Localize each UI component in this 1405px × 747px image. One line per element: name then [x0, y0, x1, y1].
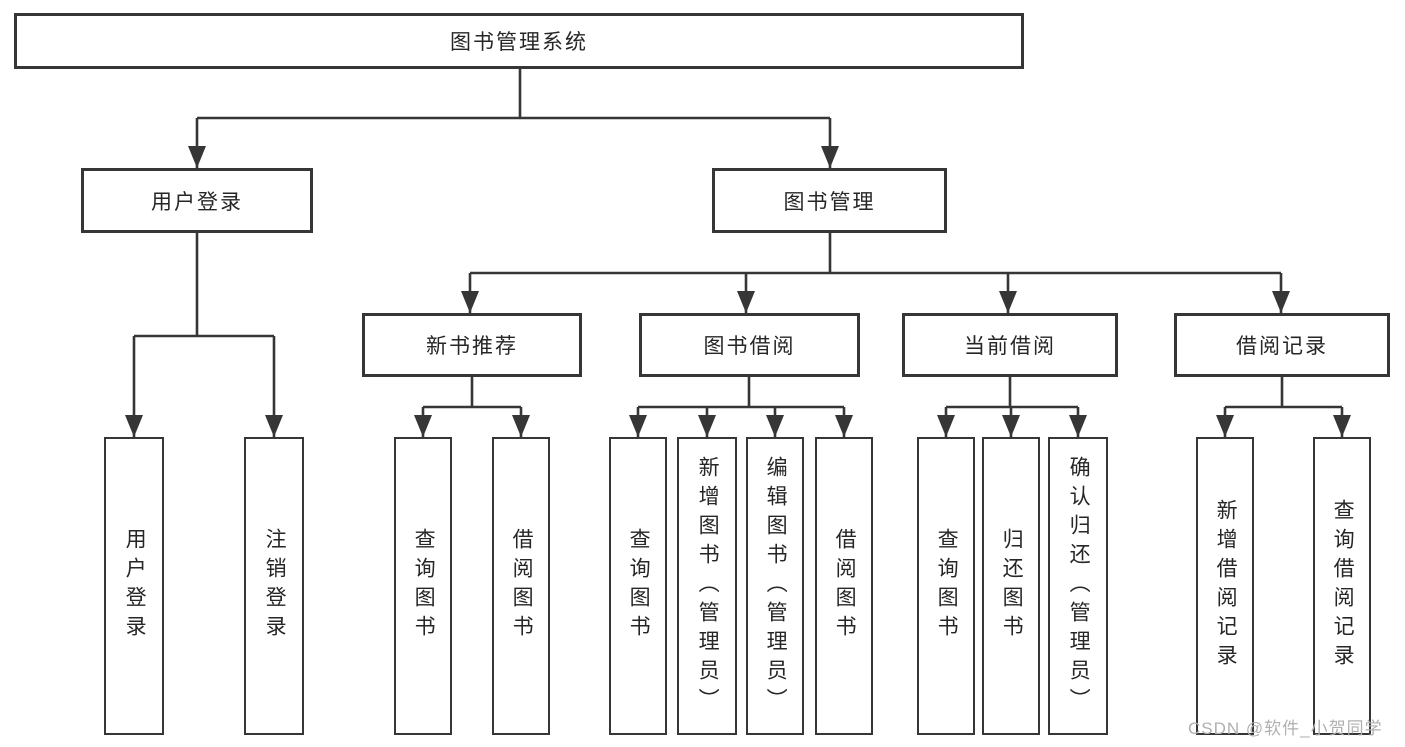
leaf-query-books-recommend: 查询图书	[394, 437, 452, 735]
leaf-borrow-books-borrowing: 借阅图书	[815, 437, 873, 735]
leaf-label: 注销登录	[263, 528, 287, 644]
node-label: 借阅记录	[1236, 335, 1328, 358]
node-book-borrowing: 图书借阅	[639, 313, 860, 377]
leaf-label: 编辑图书（管理员）	[764, 455, 788, 717]
leaf-label: 借阅图书	[510, 528, 534, 644]
leaf-query-books-current: 查询图书	[917, 437, 975, 735]
leaf-label: 借阅图书	[833, 528, 857, 644]
node-label: 图书管理系统	[450, 31, 588, 54]
leaf-label: 查询图书	[935, 528, 959, 644]
node-user-login: 用户登录	[81, 168, 313, 233]
leaf-add-books-admin: 新增图书（管理员）	[677, 437, 737, 735]
leaf-logout: 注销登录	[244, 437, 304, 735]
leaf-label: 确认归还（管理员）	[1067, 455, 1091, 717]
node-label: 用户登录	[151, 190, 243, 214]
leaf-borrow-books-recommend: 借阅图书	[492, 437, 550, 735]
leaf-edit-books-admin: 编辑图书（管理员）	[746, 437, 804, 735]
leaf-return-books: 归还图书	[982, 437, 1040, 735]
leaf-query-books-borrowing: 查询图书	[609, 437, 667, 735]
leaf-label: 查询图书	[627, 528, 651, 644]
leaf-label: 归还图书	[1000, 528, 1024, 644]
leaf-query-borrow-record: 查询借阅记录	[1313, 437, 1371, 735]
leaf-add-borrow-record: 新增借阅记录	[1196, 437, 1254, 735]
node-label: 图书管理	[783, 190, 876, 214]
leaf-label: 查询图书	[412, 528, 436, 644]
leaf-confirm-return-admin: 确认归还（管理员）	[1048, 437, 1108, 735]
node-label: 新书推荐	[426, 335, 518, 358]
leaf-label: 新增图书（管理员）	[696, 455, 720, 717]
node-current-borrowing: 当前借阅	[902, 313, 1118, 377]
leaf-label: 新增借阅记录	[1214, 499, 1238, 673]
leaf-user-login: 用户登录	[104, 437, 164, 735]
node-borrowing-records: 借阅记录	[1174, 313, 1390, 377]
node-library-management-system: 图书管理系统	[14, 13, 1024, 69]
leaf-label: 查询借阅记录	[1331, 499, 1355, 673]
node-book-management: 图书管理	[712, 168, 947, 233]
watermark: CSDN @软件_小贺同学	[1188, 719, 1383, 738]
node-label: 当前借阅	[964, 335, 1056, 358]
leaf-label: 用户登录	[123, 528, 147, 644]
node-label: 图书借阅	[703, 335, 796, 358]
node-new-book-recommendation: 新书推荐	[362, 313, 582, 377]
